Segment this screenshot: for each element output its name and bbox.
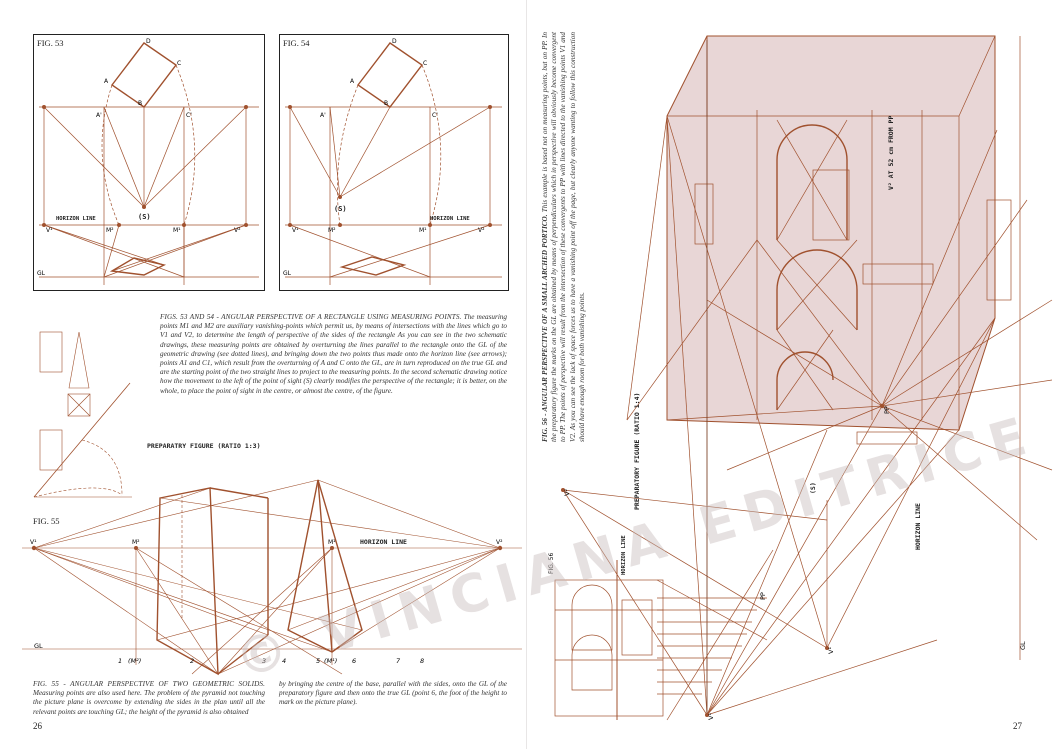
- fig55-m1: M¹: [328, 539, 336, 546]
- fig56-preparatory: PREPARATORY FIGURE (RATIO 1:4): [633, 393, 641, 510]
- fig54-drawing: D A C B A' C' (S) V¹ V² M² M¹ HORIZON LI…: [283, 38, 502, 285]
- fig53-pt-c1: C': [186, 112, 192, 119]
- left-page: FIG. 53: [0, 0, 527, 749]
- caption-55-text-b: by bringing the centre of the base, para…: [279, 680, 507, 707]
- fig53-label: FIG. 53: [37, 38, 64, 48]
- fig54-pt-s: (S): [334, 205, 347, 213]
- page-number-left: 26: [33, 721, 42, 731]
- fig55-tick-6: 5: [316, 657, 320, 665]
- fig54-pt-b: B: [384, 100, 388, 107]
- fig53-pt-v1: V¹: [46, 227, 53, 234]
- fig53-drawing: D A C B A' C' (S) V¹ V² M² M¹ HORIZON LI…: [37, 38, 259, 285]
- fig55-label: FIG. 55: [33, 516, 60, 526]
- fig53-pt-m1: M¹: [173, 227, 181, 234]
- fig55-tick-9: 7: [396, 657, 401, 665]
- fig53-pt-s: (S): [138, 213, 151, 221]
- fig55-tick-1: 1: [118, 657, 122, 665]
- fig56-gl: GL: [1019, 641, 1027, 650]
- fig53-horizon: HORIZON LINE: [56, 216, 96, 222]
- fig56-v-bottom: V¹: [707, 713, 715, 720]
- fig56-v2: V²: [563, 489, 571, 496]
- fig56-pp2: PP: [759, 592, 767, 600]
- fig55-tick-5: 4: [282, 657, 286, 665]
- fig54-pt-c1: C': [432, 112, 438, 119]
- fig54-pt-v1: V¹: [292, 227, 299, 234]
- fig53-pt-m2: M²: [106, 227, 114, 234]
- fig56-pp: PP: [883, 406, 891, 414]
- fig55-tick-3: 2: [190, 657, 194, 665]
- fig55-tick-8: 6: [352, 657, 356, 665]
- fig53-pt-a1: A': [96, 112, 102, 119]
- caption-fig55-col1: FIG. 55 - ANGULAR PERSPECTIVE OF TWO GEO…: [33, 680, 265, 717]
- fig55-tick-4: 3: [262, 657, 266, 665]
- fig54-pt-a: A: [350, 78, 355, 85]
- fig55-tick-10: 8: [420, 657, 424, 665]
- fig54-pt-d: D: [392, 38, 397, 45]
- fig55-tick-7: (M¹): [324, 657, 337, 665]
- fig55-gl: GL: [34, 642, 43, 650]
- fig53-pt-v2: V²: [234, 227, 241, 234]
- caption-figs-53-54: FIGS. 53 AND 54 - ANGULAR PERSPECTIVE OF…: [160, 313, 507, 396]
- fig53-pt-a: A: [104, 78, 109, 85]
- fig54-pt-m1: M¹: [419, 227, 427, 234]
- fig55-drawing: V¹ V² M² M¹ HORIZON LINE GL PREPARATRY F…: [22, 331, 522, 676]
- fig56-s: (S): [809, 482, 817, 494]
- fig54-label: FIG. 54: [283, 38, 310, 48]
- fig56-v1: V¹: [827, 647, 835, 654]
- fig54-frame: FIG. 54: [279, 34, 509, 291]
- fig54-pt-a1: A': [320, 112, 326, 119]
- fig55-v1: V¹: [30, 539, 37, 546]
- fig54-pt-m2: M²: [328, 227, 336, 234]
- fig53-frame: FIG. 53: [33, 34, 265, 291]
- fig53-pt-b: B: [138, 100, 142, 107]
- fig54-pt-v2: V²: [478, 227, 485, 234]
- fig54-pt-c: C: [423, 60, 427, 67]
- fig56-label: FIG. 56: [548, 552, 555, 574]
- right-page: FIG. 56 - ANGULAR PERSPECTIVE OF A SMALL…: [527, 0, 1055, 749]
- fig55-m2: M²: [132, 539, 140, 546]
- fig55-v2: V²: [496, 539, 503, 546]
- caption-55-text-a: Measuring points are also used here. The…: [33, 689, 265, 716]
- caption-53-54-title: FIGS. 53 AND 54 - ANGULAR PERSPECTIVE OF…: [160, 313, 462, 321]
- caption-53-54-text: The measuring points M1 and M2 are auxil…: [160, 313, 507, 395]
- fig55-horizon: HORIZON LINE: [360, 538, 407, 546]
- fig54-gl: GL: [283, 270, 292, 277]
- fig55-preparatory: PREPARATRY FIGURE (RATIO 1:3): [147, 442, 261, 450]
- fig53-gl: GL: [37, 270, 46, 277]
- fig53-pt-d: D: [146, 38, 151, 45]
- fig56-horizon-small: HORIZON LINE: [621, 535, 627, 575]
- fig53-pt-c: C: [177, 60, 181, 67]
- page-number-right: 27: [1013, 721, 1022, 731]
- fig54-horizon: HORIZON LINE: [430, 216, 470, 222]
- caption-fig55-col2: by bringing the centre of the base, para…: [279, 680, 507, 708]
- fig55-tick-2: (M²): [128, 657, 141, 665]
- fig56-v2-note: V² AT 52 cm FROM PP: [887, 116, 895, 190]
- fig56-horizon: HORIZON LINE: [914, 503, 922, 550]
- caption-55-title: FIG. 55 - ANGULAR PERSPECTIVE OF TWO GEO…: [33, 680, 265, 688]
- fig56-drawing: V² AT 52 cm FROM PP PREPARATORY FIGURE (…: [548, 35, 1053, 721]
